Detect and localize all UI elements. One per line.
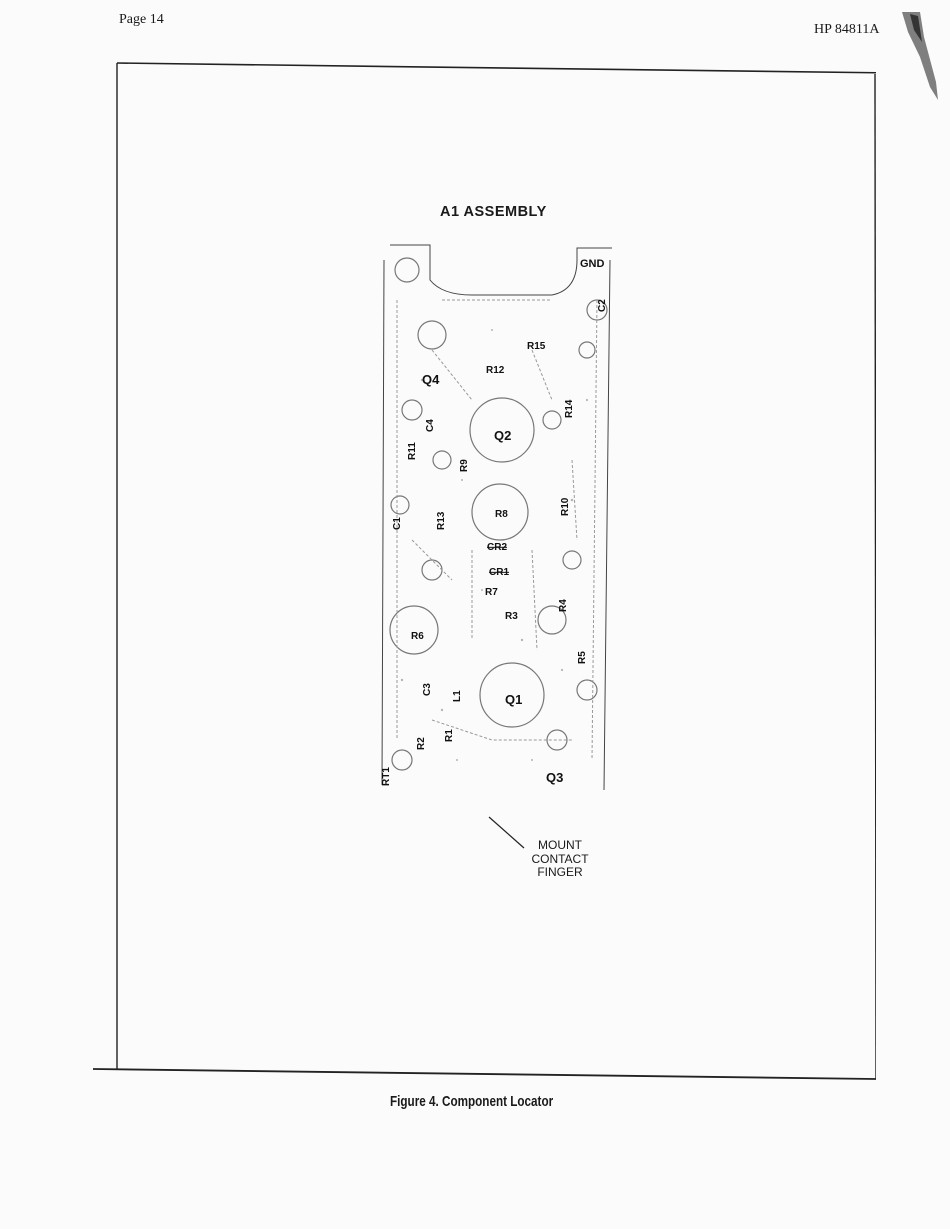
label-q4: Q4 [422,372,440,387]
label-r13: R13 [436,511,447,530]
label-r3: R3 [505,611,518,622]
callout-line-2: CONTACT [510,853,610,867]
page-number: Page 14 [119,12,164,28]
label-gnd: GND [580,258,605,270]
callout-line-1: MOUNT [510,839,610,853]
label-r4: R4 [558,599,569,612]
assembly-title: A1 ASSEMBLY [440,204,547,220]
circuit-board-drawing: GND C2 R15 R12 Q4 R14 Q2 C4 R11 R9 R8 R1… [372,240,622,802]
label-r15: R15 [527,341,546,352]
label-q1: Q1 [505,692,522,707]
label-r10: R10 [560,497,571,516]
label-r12: R12 [486,365,505,376]
label-r6: R6 [411,631,424,642]
figure-caption: Figure 4. Component Locator [390,1093,553,1110]
label-q2: Q2 [494,428,511,443]
label-c2: C2 [597,299,608,312]
label-q3: Q3 [546,770,563,785]
label-r1: R1 [444,729,455,742]
mount-contact-finger-callout: MOUNT CONTACT FINGER [510,839,610,880]
label-r11: R11 [407,442,418,460]
scan-corner-smudge [890,12,950,102]
label-rt1: RT1 [381,767,392,786]
label-r2: R2 [416,737,427,750]
label-r14: R14 [564,399,575,418]
document-id: HP 84811A [814,22,879,38]
label-r5: R5 [577,651,588,664]
label-r9: R9 [459,459,470,472]
label-c1: C1 [392,517,403,530]
label-c4: C4 [425,419,436,432]
label-cr1: CR1 [489,567,509,578]
label-l1: L1 [452,690,463,702]
label-r8: R8 [495,509,508,520]
label-cr2: CR2 [487,542,507,553]
callout-line-3: FINGER [510,866,610,880]
label-r7: R7 [485,587,498,598]
label-c3: C3 [422,683,433,696]
